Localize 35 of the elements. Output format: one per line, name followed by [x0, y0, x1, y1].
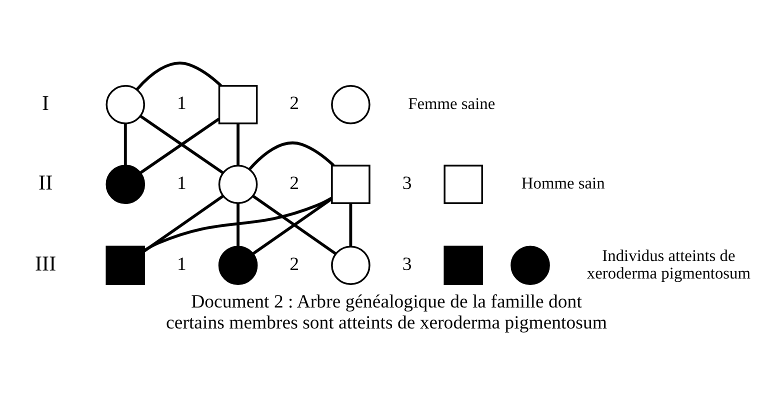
legend-label: Homme sain	[521, 173, 605, 192]
node-box	[444, 245, 484, 285]
node-circle	[106, 84, 146, 124]
caption: Document 2 : Arbre généalogique de la famille dont certains membres sont atteints de xeroderma pigmentosum	[166, 290, 607, 334]
node-circle	[331, 84, 370, 124]
node-label: 3	[402, 172, 412, 194]
node-box	[331, 164, 370, 204]
label: I	[42, 90, 50, 114]
connector	[144, 194, 224, 252]
connector	[136, 61, 222, 90]
node-label: 2	[290, 92, 300, 114]
connector	[349, 202, 352, 246]
connector	[143, 196, 332, 252]
node-circle	[106, 164, 146, 204]
connector	[236, 123, 240, 165]
connector	[236, 202, 240, 246]
node-label: 2	[290, 172, 300, 194]
legend-label: Femme saine	[408, 93, 496, 112]
legend-label: Individus atteints de xeroderma pigmentosum	[586, 245, 751, 282]
node-label: 1	[177, 253, 186, 274]
node-circle	[331, 245, 370, 285]
node-label: 2	[290, 253, 300, 274]
node-label: 3	[402, 253, 412, 274]
connector	[248, 140, 335, 170]
label: III	[35, 251, 56, 276]
node-circle	[218, 245, 258, 285]
node-label: 1	[177, 172, 186, 194]
label: II	[38, 170, 53, 194]
node-box	[218, 84, 258, 124]
node-box	[106, 245, 146, 285]
connector	[124, 123, 127, 165]
node-box	[444, 164, 484, 204]
node-circle	[510, 245, 550, 285]
node-label: 1	[177, 92, 186, 114]
node-circle	[218, 164, 258, 204]
